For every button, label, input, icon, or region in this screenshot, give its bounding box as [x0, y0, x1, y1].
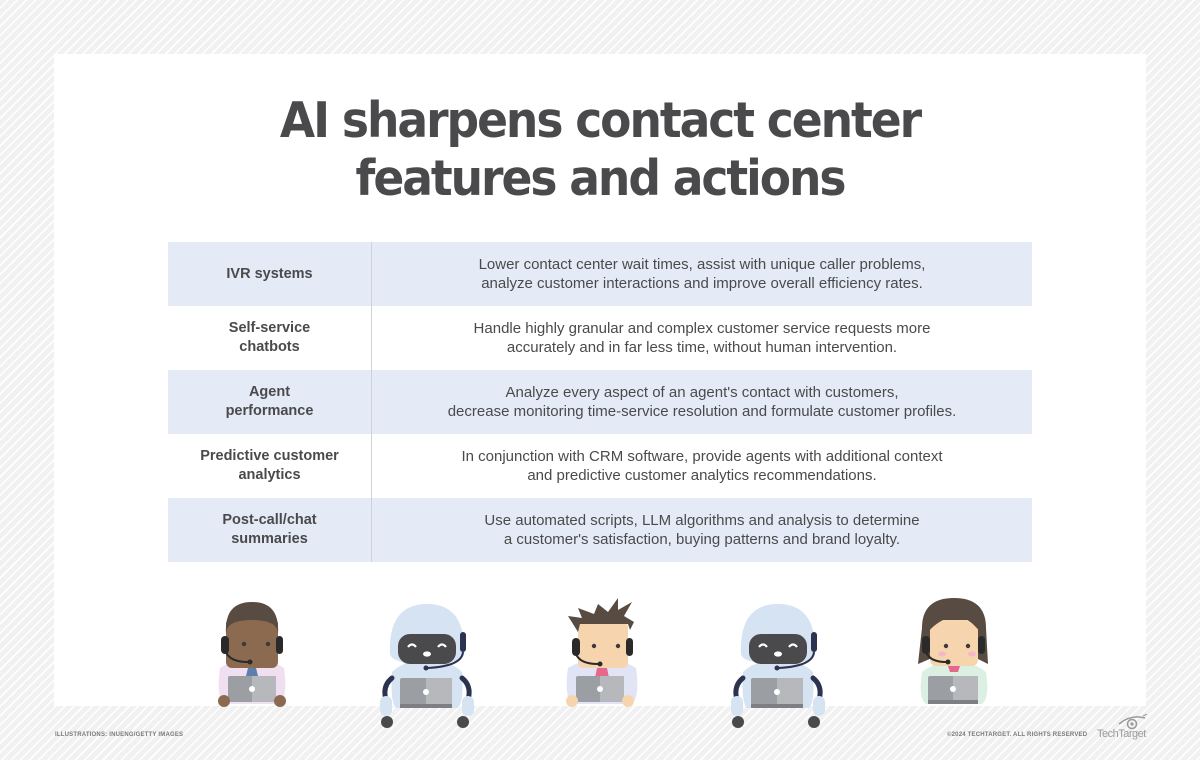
- description-line: and predictive customer analytics recomm…: [527, 467, 877, 484]
- description-cell: In conjunction with CRM software, provid…: [372, 434, 1032, 498]
- table-row: IVR systems Lower contact center wait ti…: [168, 242, 1032, 306]
- table-row: Predictive customer analytics In conjunc…: [168, 434, 1032, 498]
- logo-text: TechTarget: [1097, 728, 1146, 740]
- description-line: In conjunction with CRM software, provid…: [461, 448, 943, 465]
- feature-cell: IVR systems: [168, 242, 372, 306]
- feature-label: Self-service: [228, 320, 311, 336]
- table-row: Agent performance Analyze every aspect o…: [168, 370, 1032, 434]
- table-row: Self-service chatbots Handle highly gran…: [168, 306, 1032, 370]
- page-title: AI sharpens contact center features and …: [42, 92, 1158, 208]
- description-line: Handle highly granular and complex custo…: [473, 320, 931, 337]
- title-line-1: AI sharpens contact center: [279, 92, 922, 149]
- description-line: Lower contact center wait times, assist …: [478, 256, 926, 273]
- man-agent-illustration: [218, 602, 286, 707]
- table-row: Post-call/chat summaries Use automated s…: [168, 498, 1032, 562]
- man-spiky-hair-agent-illustration: [566, 598, 638, 707]
- feature-cell: Self-service chatbots: [168, 306, 372, 370]
- title-line-2: features and actions: [355, 150, 847, 207]
- features-table: IVR systems Lower contact center wait ti…: [168, 242, 1032, 562]
- feature-label: performance: [225, 403, 314, 419]
- woman-agent-illustration: [918, 598, 988, 704]
- robot-agent-illustration: [380, 604, 474, 728]
- feature-cell: Agent performance: [168, 370, 372, 434]
- description-line: accurately and in far less time, without…: [506, 339, 898, 356]
- description-line: analyze customer interactions and improv…: [481, 275, 923, 292]
- feature-label: summaries: [231, 531, 308, 547]
- robot-agent-illustration: [731, 604, 825, 728]
- feature-cell: Post-call/chat summaries: [168, 498, 372, 562]
- description-cell: Handle highly granular and complex custo…: [372, 306, 1032, 370]
- description-line: a customer's satisfaction, buying patter…: [503, 531, 901, 548]
- feature-label: IVR systems: [226, 265, 313, 282]
- description-cell: Lower contact center wait times, assist …: [372, 242, 1032, 306]
- feature-cell: Predictive customer analytics: [168, 434, 372, 498]
- description-line: Use automated scripts, LLM algorithms an…: [484, 512, 920, 529]
- copyright-notice: ©2024 TECHTARGET. ALL RIGHTS RESERVED: [947, 732, 1088, 738]
- description-cell: Use automated scripts, LLM algorithms an…: [372, 498, 1032, 562]
- description-cell: Analyze every aspect of an agent's conta…: [372, 370, 1032, 434]
- feature-label: analytics: [238, 467, 301, 483]
- techtarget-logo: TechTarget: [1097, 714, 1149, 742]
- description-line: decrease monitoring time-service resolut…: [447, 403, 957, 420]
- illustration-credit: ILLUSTRATIONS: INUENG/GETTY IMAGES: [55, 732, 184, 738]
- eye-logo-icon: [1118, 714, 1148, 730]
- feature-label: Post-call/chat: [222, 512, 317, 528]
- description-line: Analyze every aspect of an agent's conta…: [505, 384, 899, 401]
- feature-label: chatbots: [239, 339, 300, 355]
- feature-label: Predictive customer: [200, 448, 339, 464]
- feature-label: Agent: [248, 384, 291, 400]
